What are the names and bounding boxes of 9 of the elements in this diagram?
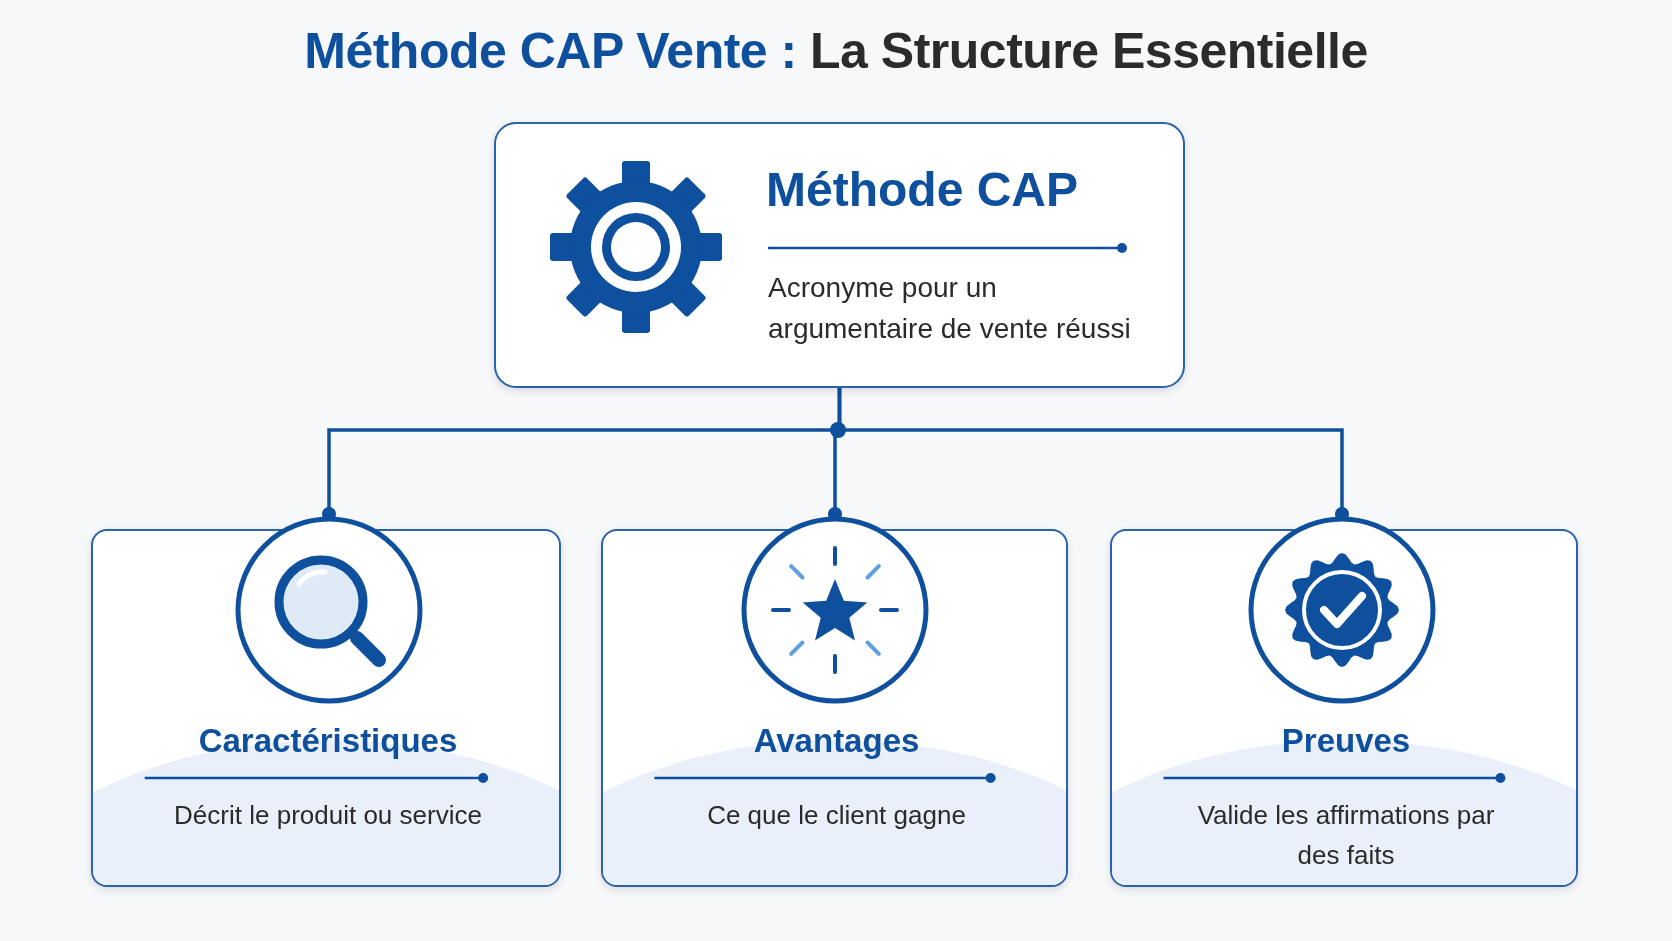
node-description: Valide les affirmations par des faits	[1196, 799, 1496, 872]
node-heading: Méthode CAP	[766, 162, 1078, 217]
diagram-title: Méthode CAP Vente : La Structure Essentielle	[303, 22, 1369, 80]
node-heading: Caractéristiques	[197, 722, 459, 760]
node-heading: Avantages	[752, 722, 921, 760]
node-description: Ce que le client gagne	[706, 799, 967, 832]
node-heading: Preuves	[1280, 722, 1412, 760]
node-description: Acronyme pour un argumentaire de vente réussi	[768, 271, 1132, 346]
node-description: Décrit le produit ou service	[173, 799, 483, 832]
